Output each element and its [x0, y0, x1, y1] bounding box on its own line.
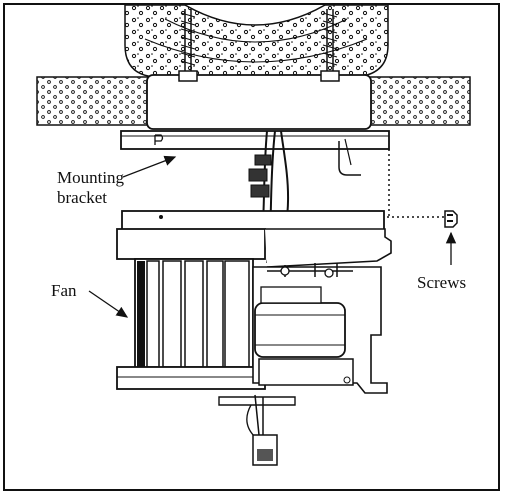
mounting-label: Mounting [57, 168, 125, 187]
screw-detail [387, 149, 458, 228]
mounting-bracket-shape [120, 130, 390, 176]
bracket-label: bracket [57, 188, 108, 207]
bottom-connector [218, 394, 296, 466]
leader-lines [88, 155, 457, 318]
diagram-frame: Mounting bracket Fan Screws [3, 3, 500, 491]
installation-diagram [36, 5, 471, 466]
mounting-rods [178, 9, 340, 82]
ceiling-board [36, 74, 471, 130]
ceiling-joist-insulation [124, 5, 389, 78]
screws-label: Screws [417, 273, 467, 292]
fan-housing [116, 210, 392, 390]
fan-motor [252, 263, 388, 394]
fan-label: Fan [51, 281, 77, 300]
